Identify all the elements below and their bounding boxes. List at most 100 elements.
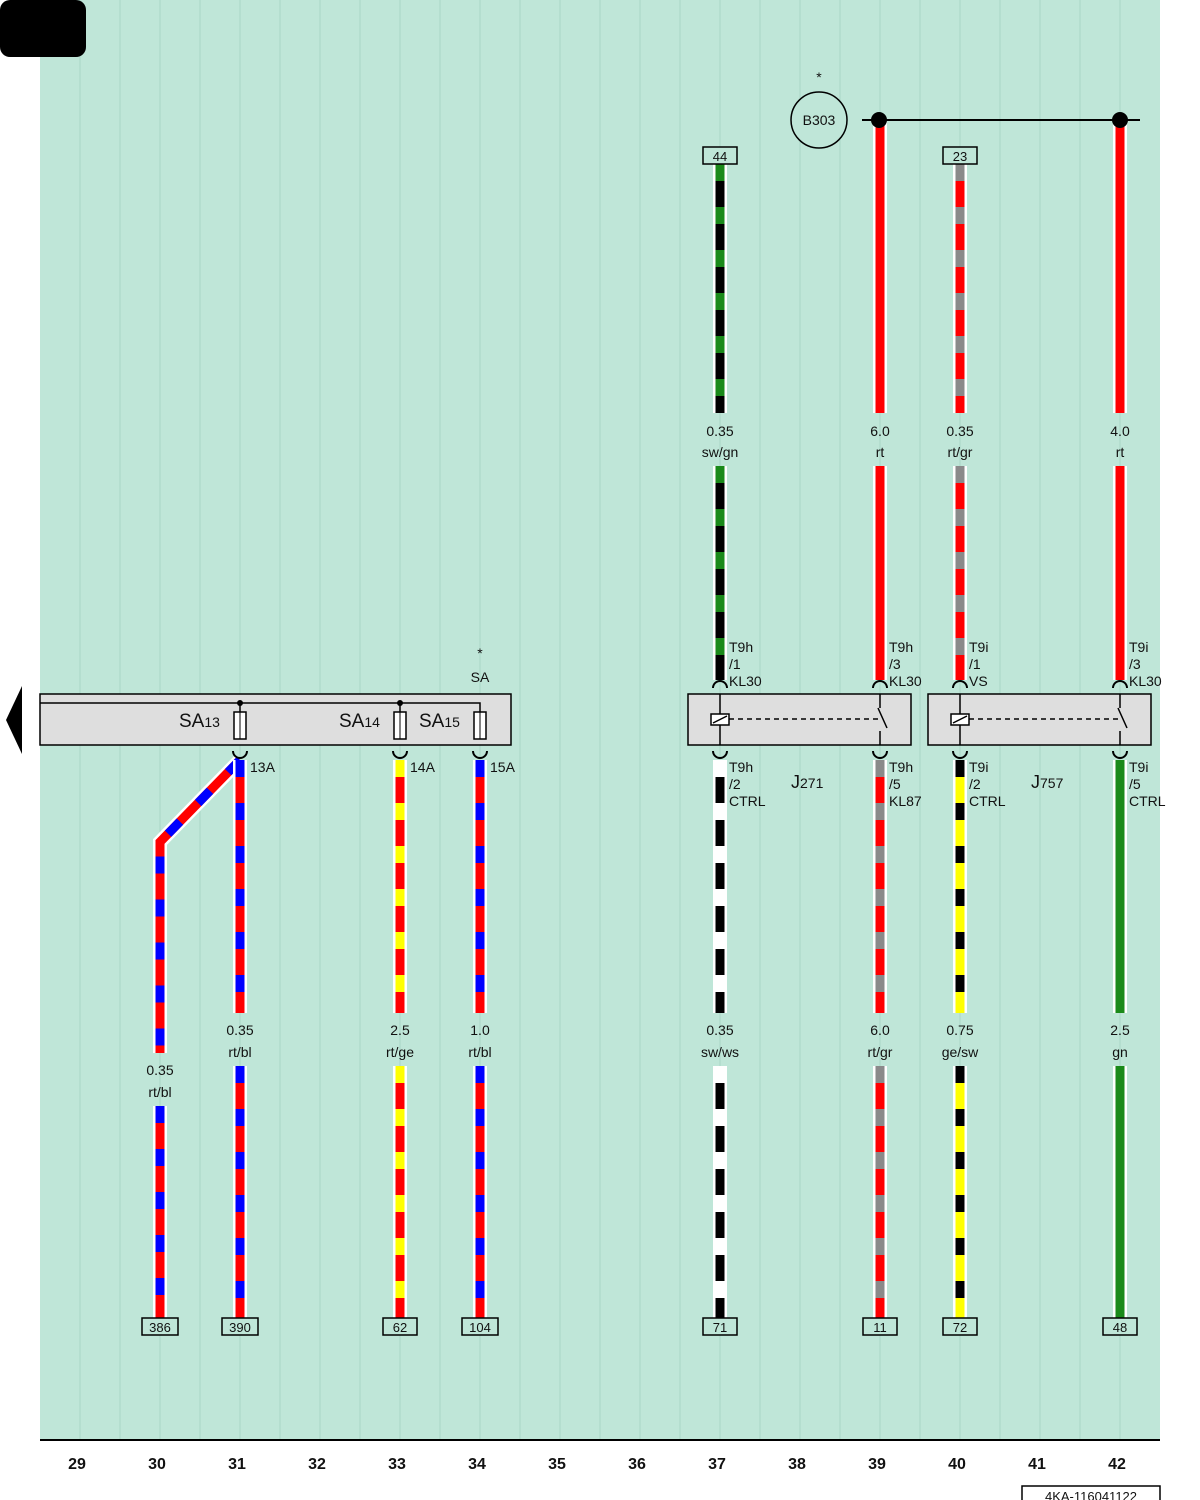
relay-label-sub: 271 xyxy=(800,775,824,791)
pin-label-line: /1 xyxy=(729,656,741,672)
connector-number: 44 xyxy=(713,149,727,164)
fuse-panel-sa[interactable]: SA 13 SA14 SA15 xyxy=(39,693,512,746)
wire-color-label: sw/ws xyxy=(701,1044,739,1060)
pin-label-line: T9h xyxy=(889,639,913,655)
fuse-output-label: 13A xyxy=(250,759,276,775)
page-corner-tab xyxy=(0,0,86,57)
column-number: 42 xyxy=(1108,1456,1126,1473)
relay-j757[interactable] xyxy=(927,693,1152,746)
fuse-panel-star: * xyxy=(477,645,483,661)
relay-switch-icon xyxy=(877,707,888,729)
wire-size-label: 0.35 xyxy=(706,1022,733,1038)
column-number: 34 xyxy=(468,1456,486,1473)
pin-label-line: KL30 xyxy=(729,673,762,689)
relay-coil-diagonal xyxy=(952,715,968,724)
pin-connector-arc xyxy=(952,680,968,689)
wire-size-label: 4.0 xyxy=(1110,423,1130,439)
pin-connector-arc xyxy=(952,750,968,759)
connector-number: 104 xyxy=(469,1320,491,1335)
column-number: 29 xyxy=(68,1456,86,1473)
fuse-label-sa15: SA15 xyxy=(419,711,460,732)
relay-j271[interactable] xyxy=(687,693,912,746)
fuse-panel-label: SA xyxy=(471,669,490,685)
column-number: 40 xyxy=(948,1456,966,1473)
relay-label-j271: J271 xyxy=(791,772,824,792)
connector-box-11[interactable] xyxy=(862,1317,898,1336)
connector-number: 71 xyxy=(713,1320,727,1335)
wire-size-label: 0.75 xyxy=(946,1022,973,1038)
connector-number: 390 xyxy=(229,1320,251,1335)
fuse-output-label: 14A xyxy=(410,759,436,775)
pin-label-line: T9h xyxy=(889,759,913,775)
column-number: 38 xyxy=(788,1456,806,1473)
pin-label-line: VS xyxy=(969,673,988,689)
wires xyxy=(153,120,1127,1318)
column-number: 33 xyxy=(388,1456,406,1473)
pin-connector-symbols xyxy=(232,680,1128,759)
wire-color-label: rt/gr xyxy=(868,1044,893,1060)
pin-connector-arc xyxy=(712,680,728,689)
connector-box-72[interactable] xyxy=(942,1317,978,1336)
pin-label-line: /3 xyxy=(889,656,901,672)
wire-size-label: 0.35 xyxy=(706,423,733,439)
fuse-label-sub: 13 xyxy=(204,714,220,730)
wire-color-label: rt/ge xyxy=(386,1044,414,1060)
pin-connector-arc xyxy=(392,750,408,759)
wire-color-label: ge/sw xyxy=(942,1044,979,1060)
pin-label-line: /2 xyxy=(969,776,981,792)
pin-label-line: T9i xyxy=(969,639,988,655)
pin-label-line: T9i xyxy=(1129,639,1148,655)
pin-label-line: T9h xyxy=(729,639,753,655)
pin-label-line: T9i xyxy=(969,759,988,775)
pin-label-line: KL87 xyxy=(889,793,922,809)
column-number: 36 xyxy=(628,1456,646,1473)
connector-box-48[interactable] xyxy=(1102,1317,1138,1336)
relay-switch-icon xyxy=(1117,707,1128,729)
connector-number: 11 xyxy=(873,1320,887,1335)
connector-box-44[interactable] xyxy=(702,146,738,165)
connector-box-23[interactable] xyxy=(942,146,978,165)
previous-page-arrow-icon[interactable] xyxy=(6,686,22,754)
fuse-label-sa14: SA14 xyxy=(339,711,380,732)
pin-label-line: /3 xyxy=(1129,656,1141,672)
wire-color-label: gn xyxy=(1112,1044,1128,1060)
column-number: 39 xyxy=(868,1456,886,1473)
pin-connector-arc xyxy=(872,680,888,689)
column-number: 30 xyxy=(148,1456,166,1473)
connector-box-390[interactable] xyxy=(221,1317,259,1336)
wire-size-label: 6.0 xyxy=(870,423,890,439)
pin-connector-arc xyxy=(872,750,888,759)
ground-point-b303[interactable] xyxy=(790,91,848,149)
pin-label-line: CTRL xyxy=(1129,793,1166,809)
footer-code-box xyxy=(1021,1485,1161,1500)
junction-dot xyxy=(237,700,243,706)
pin-label-line: /2 xyxy=(729,776,741,792)
connector-box-71[interactable] xyxy=(702,1317,738,1336)
wire-color-label: sw/gn xyxy=(702,444,739,460)
pin-label-line: /1 xyxy=(969,656,981,672)
wire-color-label: rt/bl xyxy=(228,1044,251,1060)
wire-size-label: 0.35 xyxy=(946,423,973,439)
connector-box-62[interactable] xyxy=(382,1317,418,1336)
wire-w30[interactable] xyxy=(155,756,244,1053)
pin-label-line: T9h xyxy=(729,759,753,775)
footer-code: 4KA-116041122 xyxy=(1045,1489,1137,1500)
column-number: 41 xyxy=(1028,1456,1046,1473)
wire-color-label: rt xyxy=(876,444,885,460)
connector-box-386[interactable] xyxy=(141,1317,179,1336)
column-number: 37 xyxy=(708,1456,726,1473)
connector-box-104[interactable] xyxy=(461,1317,499,1336)
wire-color-label: rt/bl xyxy=(148,1084,171,1100)
ground-point-label: B303 xyxy=(803,112,836,128)
pin-connector-arc xyxy=(1112,680,1128,689)
column-number: 31 xyxy=(228,1456,246,1473)
fuse-label-prefix: SA xyxy=(419,711,445,732)
relay-coil-diagonal xyxy=(712,715,728,724)
pin-label-line: CTRL xyxy=(729,793,766,809)
pin-connector-arc xyxy=(1112,750,1128,759)
